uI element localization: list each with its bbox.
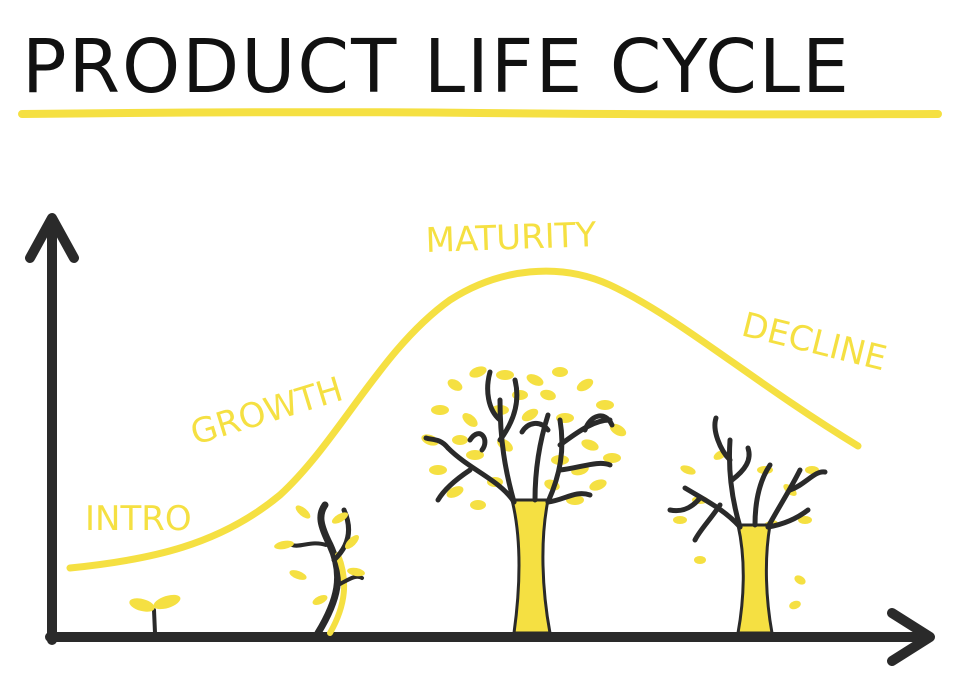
title-underline xyxy=(18,108,942,119)
sapling-illustration xyxy=(274,501,365,637)
intro-label: INTRO xyxy=(85,499,192,539)
y-axis-arrowhead xyxy=(25,213,79,263)
decline-label: DECLINE xyxy=(738,305,891,379)
growth-label: GROWTH xyxy=(186,370,348,454)
life-cycle-curve xyxy=(66,267,862,572)
sprout-illustration xyxy=(129,594,181,635)
page-title: PRODUCT LIFE CYCLE xyxy=(22,24,851,110)
axes xyxy=(25,213,935,666)
declining-tree-illustration xyxy=(667,415,828,635)
maturity-label: MATURITY xyxy=(425,215,597,261)
mature-tree-illustration xyxy=(421,366,627,635)
x-axis-arrowhead xyxy=(887,608,935,666)
